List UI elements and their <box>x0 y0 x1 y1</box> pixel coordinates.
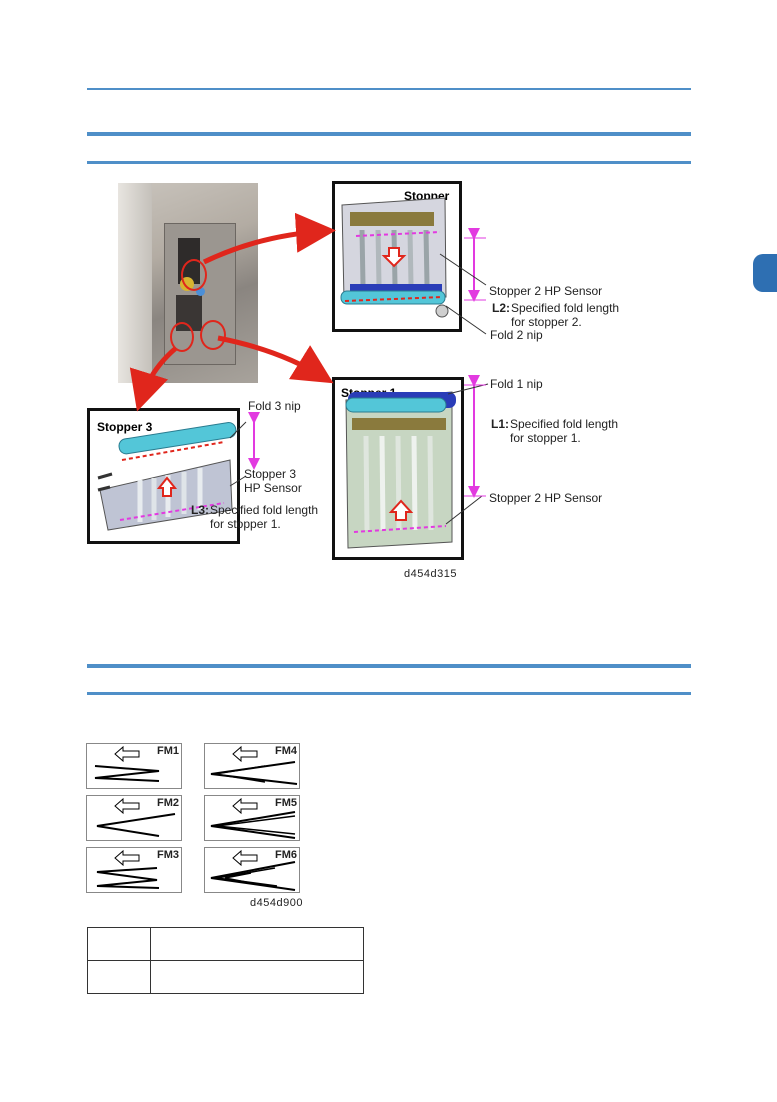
header-rule <box>87 88 691 90</box>
fold1-nip-label: Fold 1 nip <box>490 377 543 391</box>
fm1-label: FM1 <box>157 745 179 757</box>
section2-rule-bottom <box>87 692 691 695</box>
l3-line2: for stopper 1. <box>210 517 281 531</box>
figure2-code: d454d900 <box>250 897 303 909</box>
l1-tag: L1: <box>491 417 509 431</box>
chapter-tab <box>753 254 777 292</box>
stopper1-mechanism <box>345 391 456 549</box>
fold-mode-fm3: FM3 <box>86 847 182 893</box>
photo-circle-stopper2 <box>181 259 207 291</box>
section-rule-top <box>87 132 691 136</box>
table-cell <box>87 927 151 961</box>
table-row <box>87 960 364 994</box>
l1-line1: Specified fold length <box>510 417 619 431</box>
stopper3-title: Stopper 3 <box>97 420 153 434</box>
l2-tag: L2: <box>492 301 510 315</box>
s3-hp-line1: Stopper 3 <box>244 467 297 481</box>
fm4-label: FM4 <box>275 745 297 757</box>
s2-hp-sensor-label: Stopper 2 HP Sensor <box>489 284 603 298</box>
fold-mode-table <box>87 927 364 994</box>
table-cell <box>150 927 364 961</box>
fold-mode-fm1: FM1 <box>86 743 182 789</box>
fold-mode-fm6: FM6 <box>204 847 300 893</box>
fold3-nip-label: Fold 3 nip <box>248 399 301 413</box>
stopper2-mechanism <box>340 197 449 318</box>
fold-mode-fm2: FM2 <box>86 795 182 841</box>
s1-hp-sensor-label: Stopper 2 HP Sensor <box>489 491 603 505</box>
fm2-label: FM2 <box>157 797 179 809</box>
l3-tag: L3: <box>191 503 209 517</box>
fold-mode-fm4: FM4 <box>204 743 300 789</box>
l2-line1: Specified fold length <box>511 301 620 315</box>
table-row <box>87 927 364 961</box>
l1-line2: for stopper 1. <box>510 431 581 445</box>
fold-mode-fm5: FM5 <box>204 795 300 841</box>
photo-circle-stopper1 <box>200 320 226 350</box>
s3-hp-line2: HP Sensor <box>244 481 302 495</box>
table-cell <box>150 960 364 994</box>
figure1-code: d454d315 <box>404 568 457 580</box>
fm6-label: FM6 <box>275 849 297 861</box>
stopper3-mechanism <box>97 422 237 531</box>
table-cell <box>87 960 151 994</box>
fm5-label: FM5 <box>275 797 297 809</box>
l2-line2: for stopper 2. <box>511 315 582 329</box>
section2-rule-top <box>87 664 691 668</box>
section-rule-bottom <box>87 161 691 164</box>
fold2-nip-label: Fold 2 nip <box>490 328 543 342</box>
photo-circle-stopper3 <box>170 322 194 352</box>
fm3-label: FM3 <box>157 849 179 861</box>
l3-line1: Specified fold length <box>210 503 319 517</box>
